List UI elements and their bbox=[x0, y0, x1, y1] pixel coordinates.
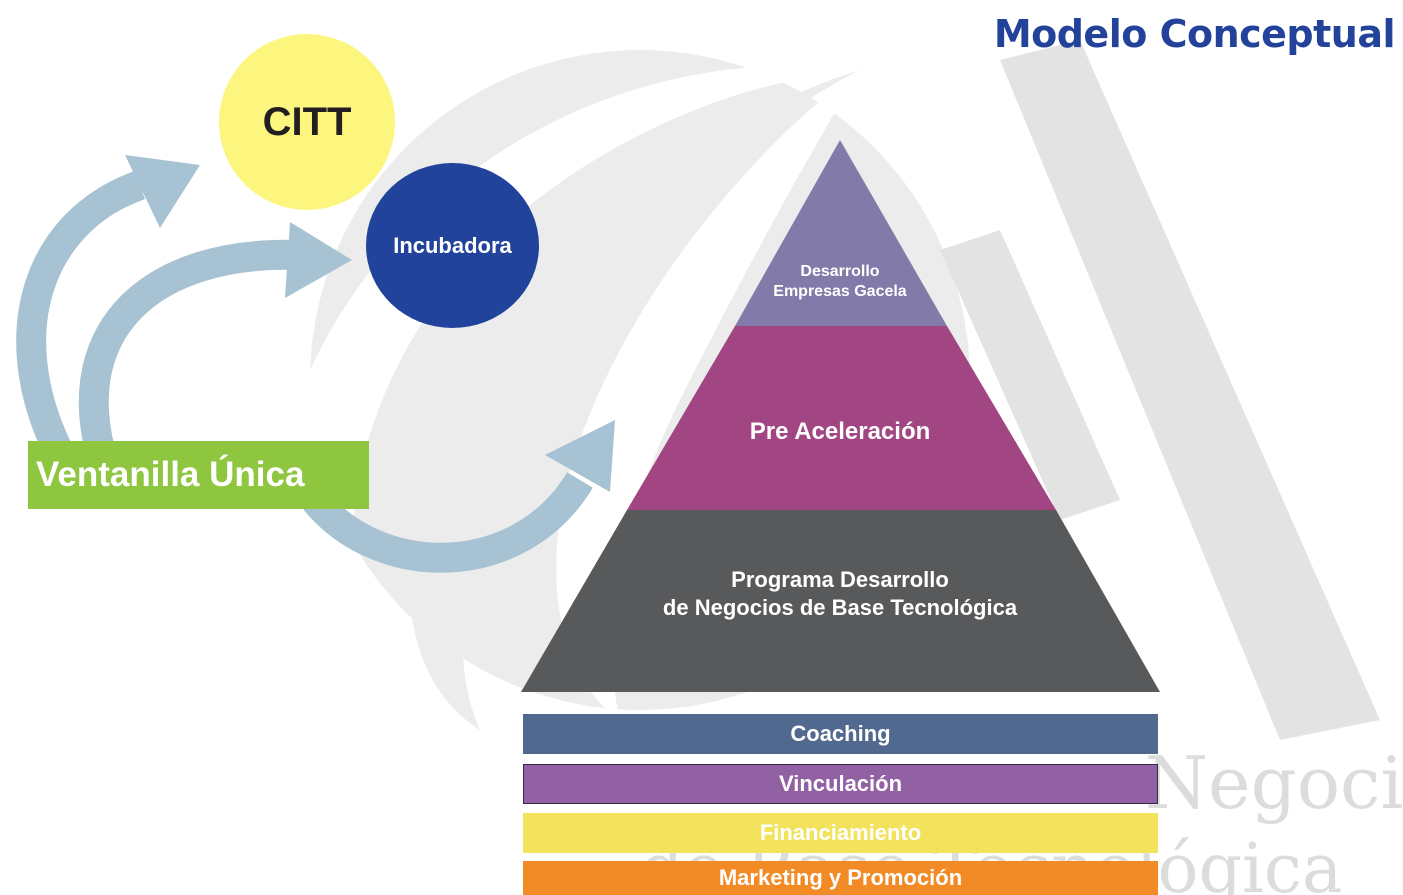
pyramid-tier-top bbox=[735, 140, 947, 326]
arrow-head-incubadora-icon bbox=[285, 222, 352, 298]
arrows bbox=[16, 170, 593, 573]
arrow-head-citt-icon bbox=[125, 155, 200, 228]
watermark-negocios: Negocios bbox=[1145, 741, 1403, 825]
pyramid-bottom-line1: Programa Desarrollo bbox=[731, 567, 949, 592]
arrow-to-incubadora-icon bbox=[78, 239, 301, 454]
pyramid-bottom-label: Programa Desarrollo de Negocios de Base … bbox=[590, 566, 1090, 621]
arrow-head-pyramid-icon bbox=[545, 420, 615, 492]
financiamiento-bar: Financiamiento bbox=[523, 813, 1158, 853]
pyramid-tier-bottom bbox=[521, 510, 1160, 692]
incubadora-node: Incubadora bbox=[366, 163, 539, 328]
pyramid-top-line1: Desarrollo bbox=[800, 263, 880, 280]
pyramid-bottom-line2: de Negocios de Base Tecnológica bbox=[662, 594, 1018, 620]
citt-node: CITT bbox=[219, 34, 395, 210]
pyramid-top-label: Desarrollo Empresas Gacela bbox=[740, 262, 940, 302]
arrow-to-pyramid-icon bbox=[303, 471, 593, 573]
pyramid-top-line2: Empresas Gacela bbox=[773, 283, 907, 300]
pyramid-tier-middle bbox=[627, 326, 1056, 510]
marketing-bar: Marketing y Promoción bbox=[523, 861, 1158, 895]
vinculacion-bar: Vinculación bbox=[523, 764, 1158, 804]
background-logo-a bbox=[940, 40, 1380, 740]
arrow-to-citt-icon bbox=[16, 170, 146, 457]
pyramid-middle-label: Pre Aceleración bbox=[749, 418, 931, 445]
ventanilla-unica-node: Ventanilla Única bbox=[28, 441, 369, 509]
page-title: Modelo Conceptual bbox=[993, 12, 1396, 56]
coaching-bar: Coaching bbox=[523, 714, 1158, 754]
